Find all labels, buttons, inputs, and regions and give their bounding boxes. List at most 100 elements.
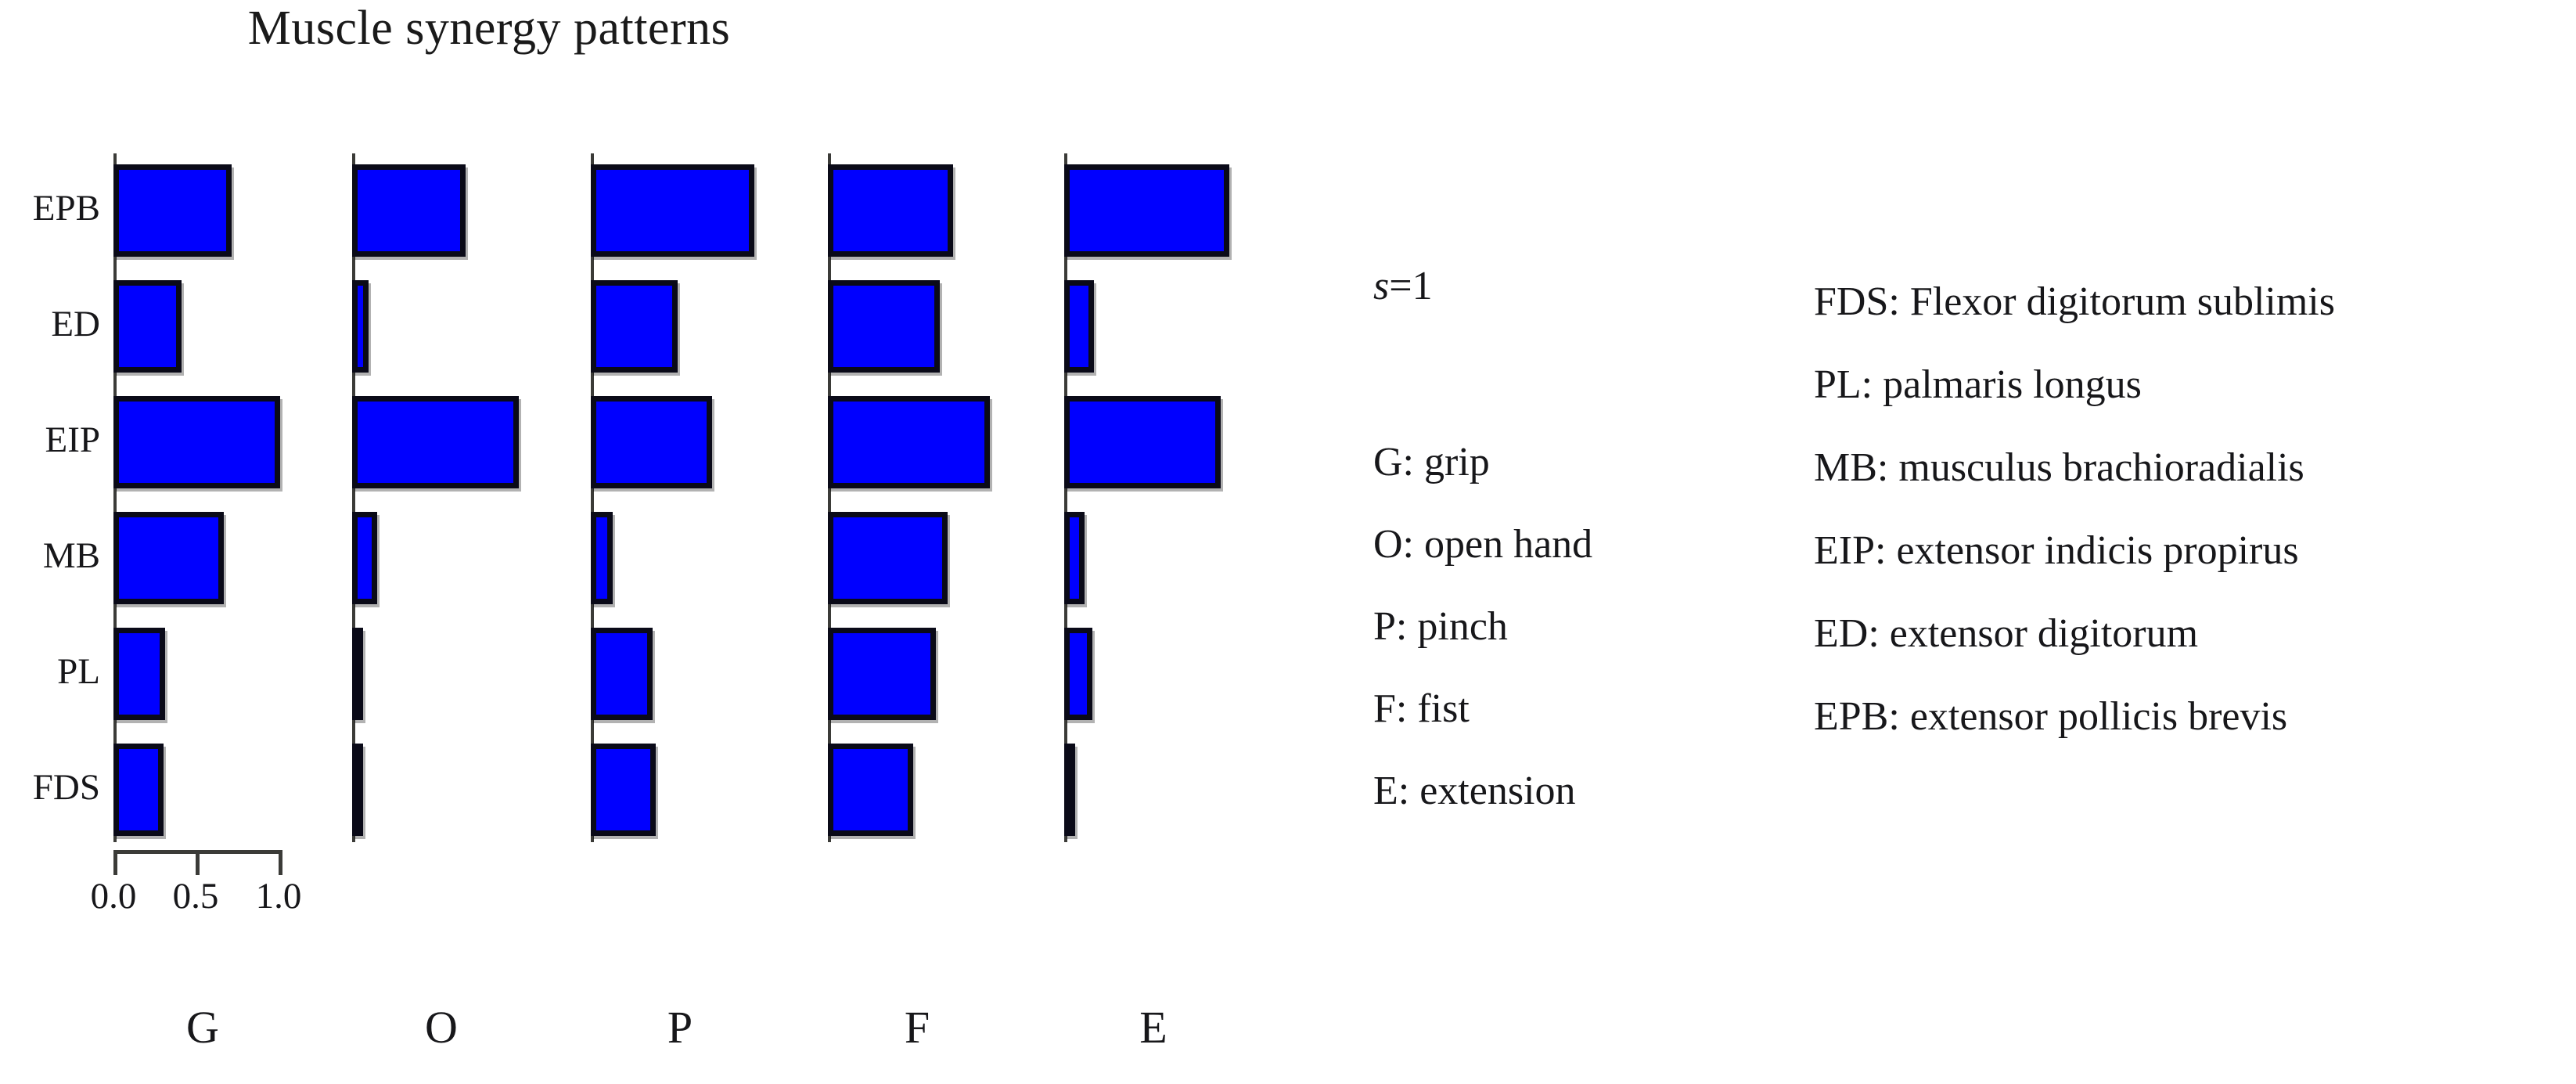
bar-row	[828, 512, 1016, 604]
y-tick-label-ed: ED	[51, 304, 100, 344]
bar-o-fds[interactable]	[352, 744, 363, 836]
x-tick-label-2: 1.0	[255, 876, 302, 917]
panel-label-o: O	[425, 1002, 458, 1053]
bar-row	[352, 164, 540, 257]
panel-o	[352, 153, 532, 842]
panel-axis-spine	[113, 153, 117, 842]
y-tick-label-mb: MB	[42, 535, 100, 576]
bar-e-pl[interactable]	[1064, 628, 1093, 720]
bar-p-epb[interactable]	[591, 164, 754, 257]
bar-row	[828, 396, 1016, 488]
bar-row	[591, 628, 779, 720]
bar-f-ed[interactable]	[828, 280, 940, 373]
y-tick-label-eip: EIP	[45, 420, 101, 460]
chart-plot-area	[113, 153, 1244, 842]
bar-p-mb[interactable]	[591, 512, 613, 604]
bar-row	[352, 628, 540, 720]
synergy-index-symbol: s	[1373, 264, 1390, 308]
task-legend-item: F: fist	[1373, 686, 1470, 731]
bar-o-eip[interactable]	[352, 396, 519, 488]
y-tick-label-pl: PL	[57, 651, 100, 692]
panel-e	[1064, 153, 1244, 842]
panel-label-f: F	[904, 1002, 930, 1053]
bar-o-pl[interactable]	[352, 628, 363, 720]
muscle-legend-item: EPB: extensor pollicis brevis	[1814, 694, 2288, 739]
bar-g-fds[interactable]	[113, 744, 164, 836]
muscle-legend-item: ED: extensor digitorum	[1814, 611, 2199, 656]
x-tick-label-0: 0.0	[90, 876, 137, 917]
bar-p-pl[interactable]	[591, 628, 653, 720]
panel-label-g: G	[186, 1002, 219, 1053]
x-tick-label-1: 0.5	[172, 876, 219, 917]
x-axis-tick-1	[196, 850, 200, 875]
bar-row	[113, 280, 301, 373]
bar-row	[113, 396, 301, 488]
bar-row	[113, 628, 301, 720]
bar-g-pl[interactable]	[113, 628, 166, 720]
bar-f-eip[interactable]	[828, 396, 990, 488]
bar-g-mb[interactable]	[113, 512, 224, 604]
bar-row	[591, 744, 779, 836]
synergy-index-label: s=1	[1373, 266, 1433, 307]
y-tick-label-epb: EPB	[32, 188, 100, 229]
bar-row	[828, 744, 1016, 836]
bar-f-mb[interactable]	[828, 512, 948, 604]
bar-g-epb[interactable]	[113, 164, 232, 257]
bar-o-ed[interactable]	[352, 280, 369, 373]
panel-axis-spine	[828, 153, 831, 842]
bar-f-epb[interactable]	[828, 164, 953, 257]
muscle-legend-item: MB: musculus brachioradialis	[1814, 445, 2304, 490]
bar-row	[1064, 280, 1252, 373]
bar-e-mb[interactable]	[1064, 512, 1085, 604]
bar-row	[828, 164, 1016, 257]
bar-f-pl[interactable]	[828, 628, 937, 720]
bar-row	[113, 512, 301, 604]
bar-row	[352, 280, 540, 373]
bar-row	[828, 280, 1016, 373]
bar-row	[591, 164, 779, 257]
panel-axis-spine	[352, 153, 355, 842]
bar-e-ed[interactable]	[1064, 280, 1095, 373]
panel-g	[113, 153, 293, 842]
bar-row	[352, 744, 540, 836]
bar-row	[352, 396, 540, 488]
muscle-legend-item: FDS: Flexor digitorum sublimis	[1814, 279, 2335, 324]
bar-e-epb[interactable]	[1064, 164, 1229, 257]
task-legend-item: P: pinch	[1373, 604, 1508, 649]
x-axis-tick-2	[279, 850, 282, 875]
task-legend: G: grip O: open hand P: pinch F: fist E:…	[1373, 442, 1780, 853]
bar-e-eip[interactable]	[1064, 396, 1221, 488]
bar-row	[1064, 628, 1252, 720]
bar-o-epb[interactable]	[352, 164, 466, 257]
bar-p-eip[interactable]	[591, 396, 713, 488]
panel-label-p: P	[667, 1002, 693, 1053]
bar-p-ed[interactable]	[591, 280, 678, 373]
task-legend-item: O: open hand	[1373, 522, 1593, 567]
bar-row	[113, 744, 301, 836]
bar-e-fds[interactable]	[1064, 744, 1075, 836]
panel-f	[828, 153, 1008, 842]
bar-f-fds[interactable]	[828, 744, 913, 836]
page-title: Muscle synergy patterns	[247, 2, 731, 55]
muscle-legend-item: EIP: extensor indicis propirus	[1814, 528, 2299, 573]
bar-o-mb[interactable]	[352, 512, 377, 604]
bar-g-eip[interactable]	[113, 396, 280, 488]
muscle-legend: FDS: Flexor digitorum sublimis PL: palma…	[1814, 282, 2565, 780]
bar-row	[1064, 744, 1252, 836]
bar-row	[828, 628, 1016, 720]
task-legend-item: G: grip	[1373, 440, 1490, 484]
bar-row	[1064, 396, 1252, 488]
x-axis	[113, 850, 282, 881]
bar-row	[352, 512, 540, 604]
bar-row	[591, 512, 779, 604]
bar-row	[1064, 512, 1252, 604]
bar-g-ed[interactable]	[113, 280, 182, 373]
panel-label-e: E	[1139, 1002, 1167, 1053]
y-tick-label-fds: FDS	[32, 767, 100, 808]
synergy-index-value: =1	[1389, 264, 1433, 308]
x-axis-tick-0	[113, 850, 117, 875]
bar-row	[591, 280, 779, 373]
bar-p-fds[interactable]	[591, 744, 657, 836]
panel-axis-spine	[591, 153, 594, 842]
bar-row	[113, 164, 301, 257]
